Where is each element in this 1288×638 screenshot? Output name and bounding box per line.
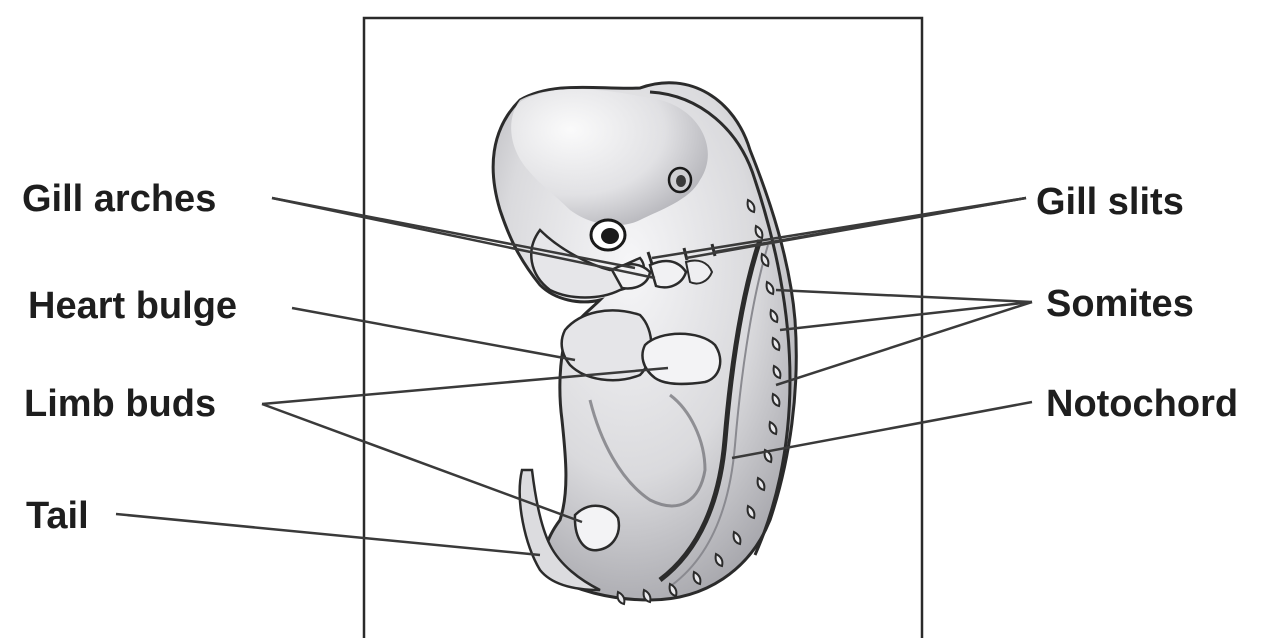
- label-somites: Somites: [1046, 285, 1194, 323]
- label-notochord: Notochord: [1046, 385, 1238, 423]
- eye-pupil: [601, 228, 619, 244]
- label-gill-slits: Gill slits: [1036, 183, 1184, 221]
- ear-inner: [676, 175, 686, 187]
- label-heart-bulge: Heart bulge: [28, 287, 237, 325]
- label-gill-arches: Gill arches: [22, 180, 216, 218]
- label-tail: Tail: [26, 497, 89, 535]
- label-limb-buds: Limb buds: [24, 385, 216, 423]
- lower-limb-bud: [575, 506, 619, 550]
- upper-limb-bud: [642, 334, 720, 384]
